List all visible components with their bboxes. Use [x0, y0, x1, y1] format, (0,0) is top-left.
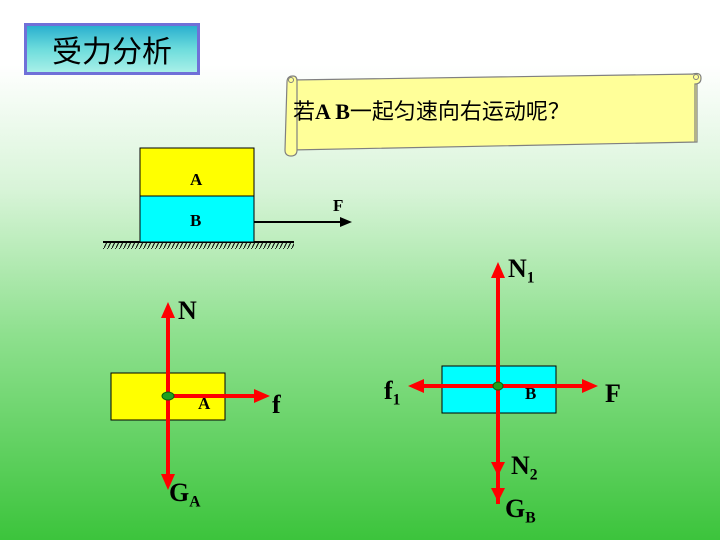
setup-group [103, 147, 352, 249]
arrow-ga-head [161, 474, 175, 490]
title-box: 受力分析 [24, 23, 200, 75]
arrow-gb-head [491, 488, 505, 502]
center-dot-b [492, 381, 504, 391]
question-scroll: 若A B一起匀速向右运动呢？ [283, 72, 705, 158]
label-f1-sub: 1 [392, 391, 401, 409]
label-n2: N2 [511, 451, 538, 484]
label-ga: GA [169, 478, 201, 511]
label-ga-main: G [169, 478, 190, 507]
arrow-f-head [254, 389, 270, 403]
arrow-f1-head [408, 379, 424, 393]
setup-block-b [139, 195, 255, 243]
question-text: 若A B一起匀速向右运动呢？ [293, 94, 697, 126]
label-n1-sub: 1 [526, 269, 535, 287]
label-n2-sub: 2 [529, 466, 538, 484]
label-n: N [178, 296, 197, 325]
question-prefix: 若 [293, 100, 316, 125]
center-dot-a [161, 391, 175, 401]
label-n2-main: N [511, 451, 530, 480]
setup-label-a: A [190, 170, 203, 189]
label-f1: f1 [384, 376, 400, 409]
page-title: 受力分析 [52, 35, 172, 70]
ground-hatch [103, 242, 294, 249]
label-force: F [605, 379, 621, 408]
arrow-n2-head [491, 462, 505, 476]
question-suffix: 一起匀速向右运动呢？ [349, 100, 570, 125]
diagram-b [408, 262, 598, 504]
label-gb: GB [505, 494, 536, 527]
label-gb-main: G [505, 494, 526, 523]
arrow-n-head [161, 302, 175, 318]
setup-block-a [139, 147, 255, 197]
setup-force-arrowhead [340, 217, 352, 227]
setup-label-f: F [333, 196, 344, 215]
label-f1-main: f [384, 376, 393, 405]
setup-label-b: B [190, 211, 202, 230]
scroll-shape [284, 72, 702, 157]
arrow-force-head [582, 379, 598, 393]
question-bold: A B [315, 99, 350, 124]
label-gb-sub: B [525, 509, 536, 527]
diagram-a [110, 302, 270, 490]
label-n1-main: N [508, 254, 527, 283]
label-n1: N1 [508, 254, 535, 287]
label-ga-sub: A [189, 493, 201, 511]
label-f: f [272, 390, 281, 419]
block-b-label: B [525, 384, 537, 403]
block-a-label: A [198, 394, 211, 413]
arrow-n1-head [491, 262, 505, 278]
